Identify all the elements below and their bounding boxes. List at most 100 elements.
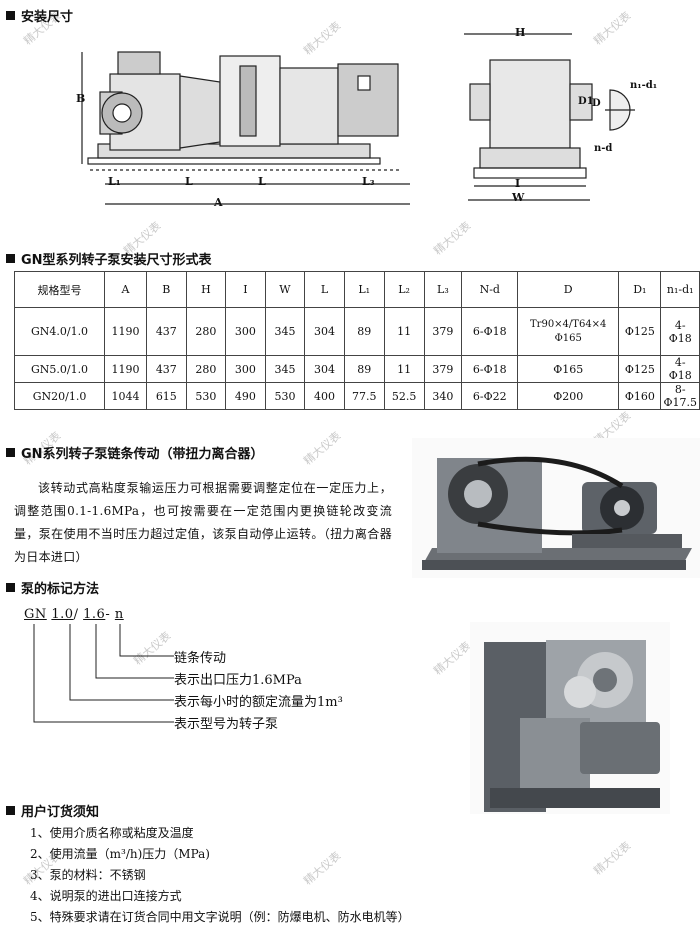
code-flow: 1.0 <box>51 607 74 622</box>
marking-legend-model: 表示型号为转子泵 <box>174 717 279 732</box>
section-table-label: GN型系列转子泵安装尺寸形式表 <box>21 253 212 268</box>
table-cell: 8-Φ17.5 <box>660 382 700 410</box>
table-cell: 1190 <box>104 355 148 383</box>
table-cell: Tr90×4/T64×4 Φ165 <box>517 307 620 356</box>
bullet-square-icon <box>6 254 15 263</box>
table-cell: 530 <box>264 382 306 410</box>
section-chain-label: GN系列转子泵链条传动（带扭力离合器） <box>21 447 264 462</box>
table-cell: 345 <box>264 355 306 383</box>
list-item: 1、使用介质名称或粘度及温度 <box>30 826 194 840</box>
dim-label-n1-d1: n₁-d₁ <box>630 80 658 91</box>
chain-drive-pump-photo <box>412 438 700 578</box>
marking-legend-flow: 表示每小时的额定流量为1m³ <box>174 695 343 710</box>
table-row: GN20/1.0 1044 615 530 490 530 400 77.5 5… <box>13 382 700 410</box>
table-header-cell: n₁-d₁ <box>660 271 700 308</box>
marking-leader-lines <box>33 624 174 723</box>
marking-legend-pressure: 表示出口压力1.6MPa <box>174 673 302 688</box>
table-header-cell: H <box>185 271 227 308</box>
section-order-label: 用户订货须知 <box>21 805 100 820</box>
dim-label-H: H <box>515 26 526 39</box>
table-cell: 340 <box>423 382 463 410</box>
table-header-row: 规格型号 A B H I W L L₁ L₂ L₃ N-d D D₁ n₁-d₁ <box>13 271 700 308</box>
table-row: GN4.0/1.0 1190 437 280 300 345 304 89 11… <box>13 307 700 356</box>
section-marking-label: 泵的标记方法 <box>21 582 100 597</box>
table-header-cell: L <box>304 271 345 308</box>
table-cell: 52.5 <box>383 382 425 410</box>
table-header-cell: L₃ <box>423 271 463 308</box>
table-header-cell: D₁ <box>618 271 662 308</box>
table-cell: 304 <box>304 307 345 356</box>
table-header-cell: L₂ <box>383 271 425 308</box>
code-separator-dash: - <box>105 607 111 622</box>
table-cell: 280 <box>185 355 227 383</box>
list-item: 3、泵的材料：不锈钢 <box>30 868 146 882</box>
table-header-cell: I <box>225 271 266 308</box>
table-cell: 615 <box>146 382 187 410</box>
table-cell: GN20/1.0 <box>13 382 106 410</box>
table-cell: GN4.0/1.0 <box>13 307 106 356</box>
section-marking-title: 泵的标记方法 <box>6 578 99 597</box>
table-header-cell: W <box>264 271 306 308</box>
dim-label-L3: L₃ <box>362 175 375 188</box>
watermark-text: 精大仪表 <box>591 839 634 878</box>
dim-label-n-d: n-d <box>594 143 613 154</box>
table-header-cell: A <box>104 271 148 308</box>
dim-label-L-second: L <box>258 175 266 188</box>
front-view-drawing <box>464 33 635 201</box>
table-cell: 345 <box>264 307 306 356</box>
section-install-title: 安装尺寸 <box>6 6 73 25</box>
code-separator-slash: / <box>73 607 79 622</box>
section-install-label: 安装尺寸 <box>21 10 74 25</box>
list-item: 5、特殊要求请在订货合同中用文字说明（例：防爆电机、防水电机等） <box>30 910 410 924</box>
table-row: GN5.0/1.0 1190 437 280 300 345 304 89 11… <box>13 355 700 383</box>
marking-legend-drive: 链条传动 <box>174 651 227 666</box>
marking-code: GN 1.0/ 1.6- n <box>24 607 124 622</box>
table-header-cell: 规格型号 <box>13 271 106 308</box>
section-table-title: GN型系列转子泵安装尺寸形式表 <box>6 249 212 268</box>
table-cell: 280 <box>185 307 227 356</box>
code-model: GN <box>24 607 47 622</box>
dim-label-D: D <box>592 98 601 109</box>
table-header-cell: B <box>146 271 187 308</box>
bullet-square-icon <box>6 806 15 815</box>
table-cell: GN5.0/1.0 <box>13 355 106 383</box>
table-cell: 300 <box>225 355 266 383</box>
table-cell: Φ200 <box>517 382 620 410</box>
watermark-text: 精大仪表 <box>301 429 344 468</box>
dim-label-I: I <box>515 177 521 190</box>
table-cell: 6-Φ18 <box>461 355 519 383</box>
dim-label-B: B <box>76 92 86 105</box>
code-drive: n <box>114 607 124 622</box>
table-cell: 1190 <box>104 307 148 356</box>
table-cell: Φ125 <box>618 355 662 383</box>
table-header-cell: D <box>517 271 620 308</box>
table-cell: 379 <box>423 355 463 383</box>
table-cell: 437 <box>146 355 187 383</box>
section-order-title: 用户订货须知 <box>6 801 99 820</box>
table-cell: 11 <box>383 355 425 383</box>
table-cell: 490 <box>225 382 266 410</box>
dim-label-W: W <box>512 191 525 204</box>
table-cell: 4-Φ18 <box>660 307 700 356</box>
spec-table: 规格型号 A B H I W L L₁ L₂ L₃ N-d D D₁ n₁-d₁… <box>13 271 700 410</box>
dim-label-L1: L₁ <box>108 175 121 188</box>
table-header-cell: N-d <box>461 271 519 308</box>
torque-clutch-pump-photo <box>470 622 670 814</box>
table-cell: 400 <box>304 382 345 410</box>
table-cell: 379 <box>423 307 463 356</box>
dim-label-A: A <box>214 196 223 209</box>
list-item: 2、使用流量（m³/h)压力（MPa) <box>30 847 210 861</box>
order-notes-list: 1、使用介质名称或粘度及温度 2、使用流量（m³/h)压力（MPa) 3、泵的材… <box>30 823 410 928</box>
bullet-square-icon <box>6 11 15 20</box>
list-item: 4、说明泵的进出口连接方式 <box>30 889 182 903</box>
section-chain-title: GN系列转子泵链条传动（带扭力离合器） <box>6 443 264 462</box>
table-header-cell: L₁ <box>343 271 385 308</box>
table-cell: 300 <box>225 307 266 356</box>
table-cell: 11 <box>383 307 425 356</box>
table-cell: 6-Φ18 <box>461 307 519 356</box>
watermark-text: 精大仪表 <box>431 639 474 678</box>
table-cell: 437 <box>146 307 187 356</box>
table-cell: 304 <box>304 355 345 383</box>
table-cell: 1044 <box>104 382 148 410</box>
bullet-square-icon <box>6 583 15 592</box>
